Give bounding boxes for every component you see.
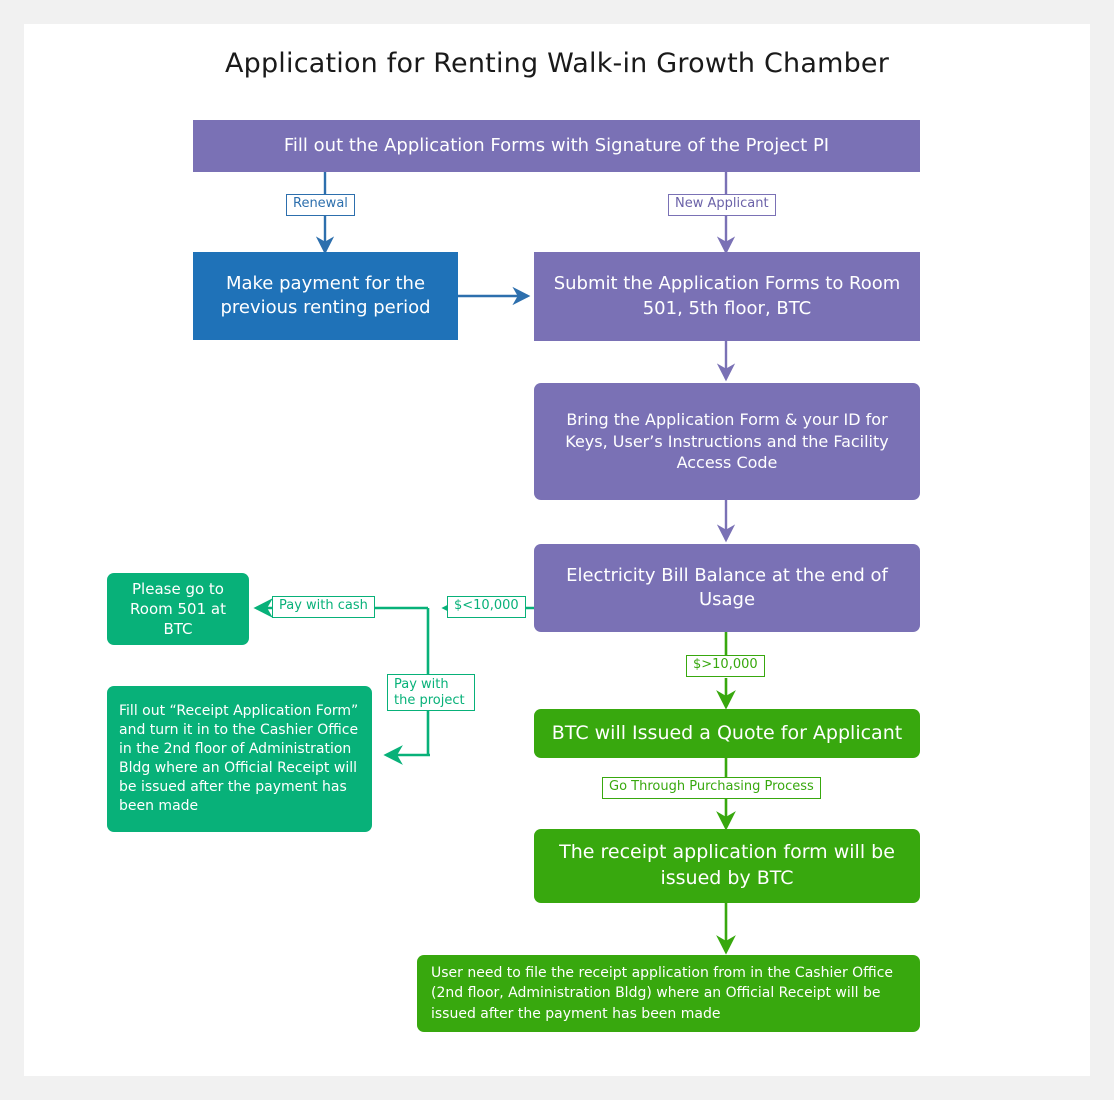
edge-label-pay-with-project[interactable]: Pay with the project xyxy=(387,674,475,711)
node-submit-application-forms[interactable]: Submit the Application Forms to Room 501… xyxy=(534,252,920,341)
node-receipt-issued-by-btc[interactable]: The receipt application form will be iss… xyxy=(534,829,920,903)
node-btc-quote[interactable]: BTC will Issued a Quote for Applicant xyxy=(534,709,920,758)
node-final-file-receipt[interactable]: User need to file the receipt applicatio… xyxy=(417,955,920,1032)
edge-label-pay-with-project-line2: the project xyxy=(394,692,465,708)
node-please-go-to-room-501[interactable]: Please go to Room 501 at BTC xyxy=(107,573,249,645)
edge-label-greater-than-10000[interactable]: $>10,000 xyxy=(686,655,765,677)
node-receipt-application-form-label: Fill out “Receipt Application Form” and … xyxy=(119,703,359,814)
node-final-file-receipt-label: User need to file the receipt applicatio… xyxy=(431,965,894,1022)
edge-label-renewal[interactable]: Renewal xyxy=(286,194,355,216)
node-fill-application-forms-label: Fill out the Application Forms with Sign… xyxy=(283,134,830,156)
node-electricity-bill-balance-label: Electricity Bill Balance at the end of U… xyxy=(566,564,888,610)
node-fill-application-forms[interactable]: Fill out the Application Forms with Sign… xyxy=(193,120,920,172)
edge-label-pay-with-project-line1: Pay with xyxy=(394,677,449,692)
node-make-payment-label: Make payment for the previous renting pe… xyxy=(220,272,431,318)
node-bring-application-form-label: Bring the Application Form & your ID for… xyxy=(565,410,889,473)
edge-label-pay-with-cash[interactable]: Pay with cash xyxy=(272,596,375,618)
edge-label-purchasing-process[interactable]: Go Through Purchasing Process xyxy=(602,777,821,799)
node-receipt-application-form[interactable]: Fill out “Receipt Application Form” and … xyxy=(107,686,372,832)
node-submit-application-forms-label: Submit the Application Forms to Room 501… xyxy=(553,273,901,319)
node-please-go-to-room-501-label: Please go to Room 501 at BTC xyxy=(130,579,226,639)
node-electricity-bill-balance[interactable]: Electricity Bill Balance at the end of U… xyxy=(534,544,920,632)
edge-label-new-applicant[interactable]: New Applicant xyxy=(668,194,776,216)
node-receipt-issued-by-btc-label: The receipt application form will be iss… xyxy=(559,841,895,889)
page-title: Application for Renting Walk-in Growth C… xyxy=(224,48,890,79)
node-make-payment[interactable]: Make payment for the previous renting pe… xyxy=(193,252,458,340)
node-btc-quote-label: BTC will Issued a Quote for Applicant xyxy=(551,721,903,744)
edge-label-less-than-10000[interactable]: $<10,000 xyxy=(447,596,526,618)
node-bring-application-form[interactable]: Bring the Application Form & your ID for… xyxy=(534,383,920,500)
